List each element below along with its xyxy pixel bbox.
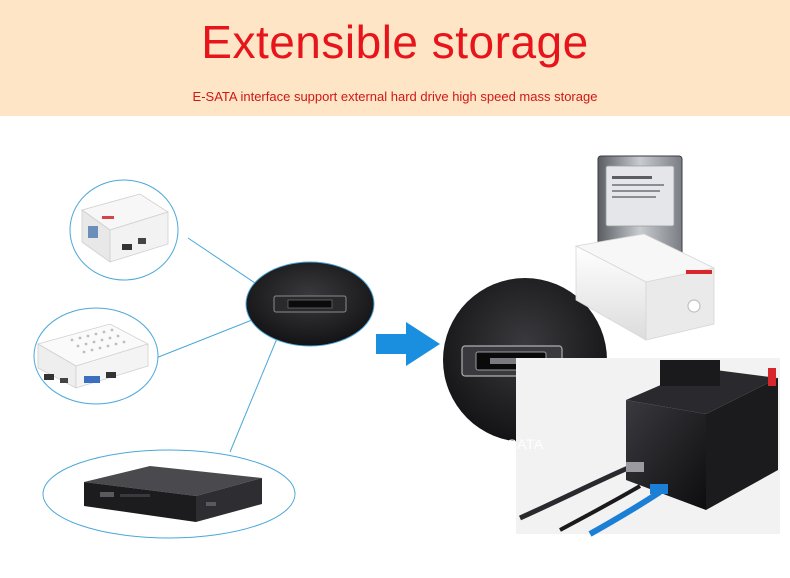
esata-port-small [245, 261, 375, 347]
page-subtitle: E-SATA interface support external hard d… [192, 89, 598, 104]
mini-nvr-icon [33, 307, 159, 405]
illustration-scene: E-SATA E-SATA [0, 116, 790, 578]
hdd-dock-dark-icon [516, 358, 780, 537]
illustration-art [33, 155, 780, 539]
nvr-device-icon [69, 179, 179, 281]
esata-label-small: E-SATA [290, 438, 332, 450]
connector-lines [155, 237, 279, 453]
hdd-docking-station-icon [574, 155, 716, 341]
rack-server-icon [42, 449, 296, 539]
arrow-right-icon [376, 322, 440, 366]
esata-label-large: E-SATA [492, 436, 544, 452]
page-title: Extensible storage [201, 16, 589, 68]
header-banner: Extensible storage E-SATA interface supp… [0, 0, 790, 116]
